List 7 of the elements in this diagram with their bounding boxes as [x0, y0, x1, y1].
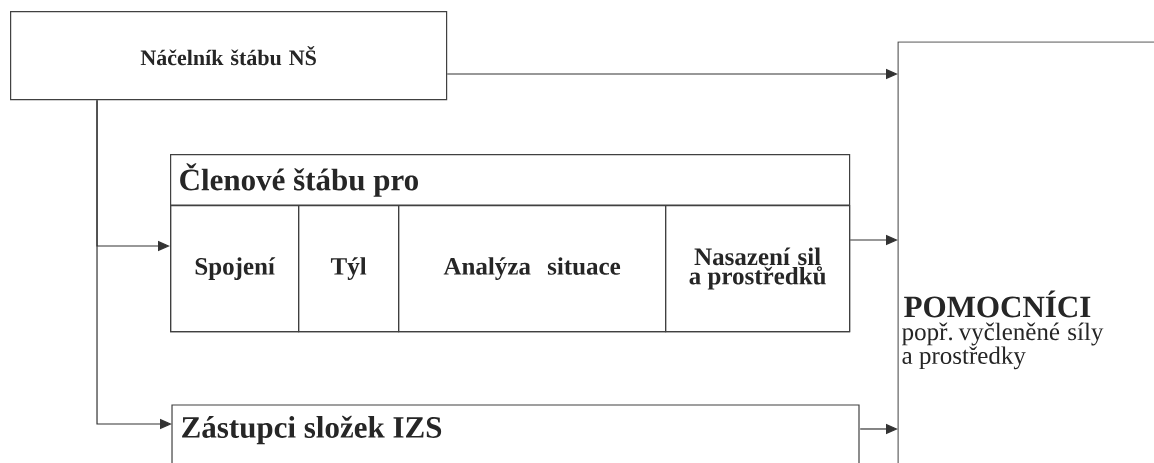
chief-box: Náčelník štábu NŠ [10, 11, 448, 101]
table-cell: Týl [298, 205, 400, 333]
table-cell: Analýza situace [398, 205, 667, 333]
representatives-box: Zástupci složek IZS [171, 404, 860, 463]
table-cell: Nasazení sil a prostředků [665, 205, 851, 333]
table-cell: Spojení [170, 205, 300, 333]
helpers-box: POMOCNÍCI popř. vyčleněné síly a prostředky [897, 41, 1154, 463]
